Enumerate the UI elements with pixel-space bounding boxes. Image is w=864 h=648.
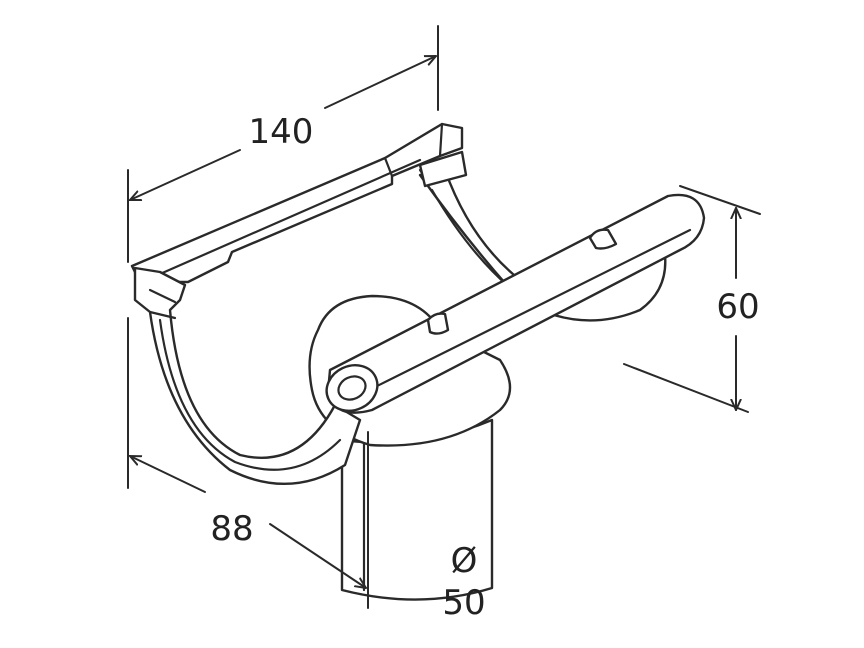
dimension-length: 140: [127, 25, 439, 263]
diameter-symbol: Ø: [451, 541, 478, 581]
dimension-outlet-diameter: Ø 50: [442, 541, 485, 623]
top-clip-bar: [130, 122, 464, 284]
length-label: 140: [249, 112, 314, 152]
diameter-label: 50: [442, 583, 485, 623]
dimension-depth: 88: [127, 317, 369, 609]
front-bead-tube: [325, 193, 706, 414]
height-label: 60: [716, 287, 759, 327]
depth-label: 88: [210, 509, 253, 549]
dimension-height: 60: [623, 185, 761, 413]
